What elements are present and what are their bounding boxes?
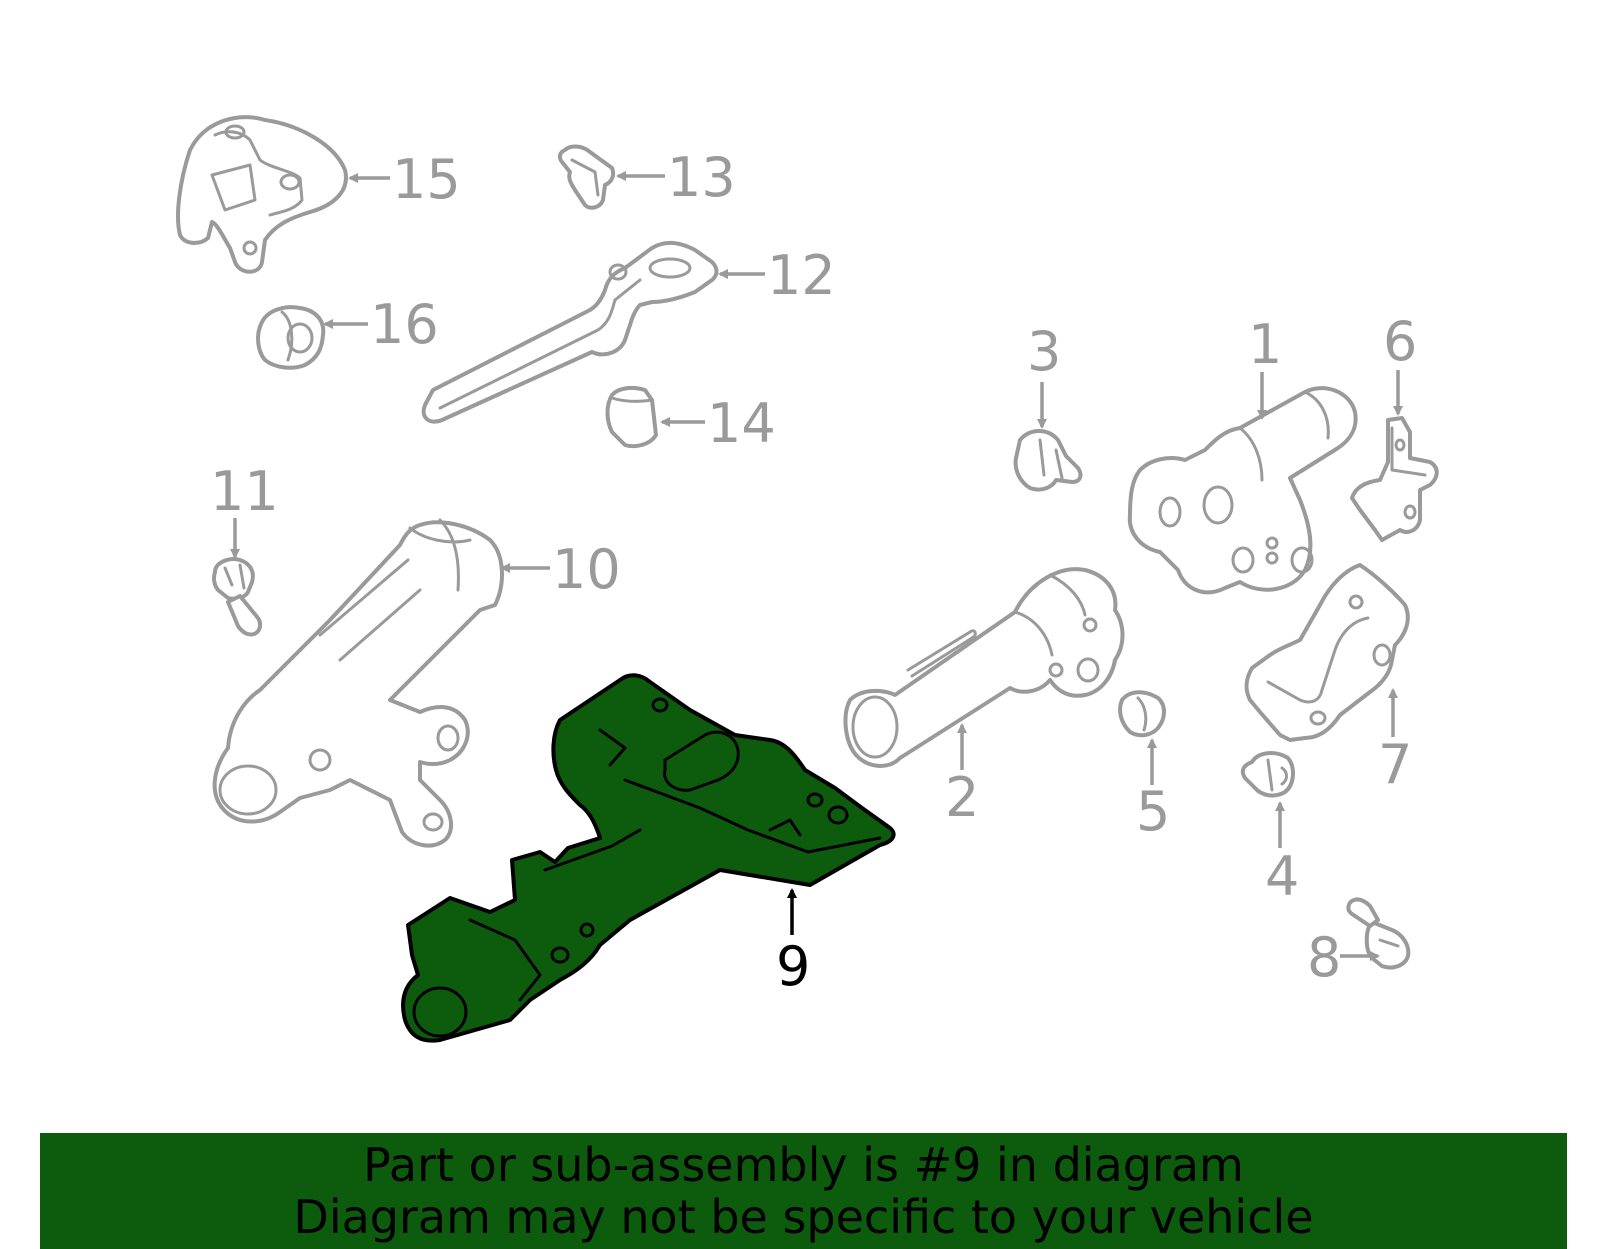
callout-labels: 15 13 12 16 14 11 10 3 1 6 2 5 7 4 8 9 [210,146,1417,998]
callout-13: 13 [667,146,736,209]
part-12[interactable] [421,241,719,424]
part-7[interactable] [1244,563,1410,742]
callout-5: 5 [1136,780,1170,843]
callout-9: 9 [776,935,810,998]
callout-7: 7 [1378,733,1412,796]
callout-4: 4 [1265,845,1299,908]
part-3[interactable] [1013,429,1083,492]
part-16[interactable] [256,305,326,370]
info-banner: Part or sub-assembly is #9 in diagram Di… [40,1133,1567,1249]
callout-8: 8 [1307,926,1341,989]
callout-12: 12 [767,244,836,307]
part-2[interactable] [843,567,1125,768]
part-14[interactable] [605,385,658,449]
callout-2: 2 [945,766,979,829]
callout-14: 14 [707,392,776,455]
part-11[interactable] [212,557,263,637]
banner-line-1: Part or sub-assembly is #9 in diagram [363,1138,1244,1192]
callout-11: 11 [210,460,279,523]
callout-1: 1 [1248,313,1282,376]
part-1[interactable] [1127,386,1358,595]
banner-line-2: Diagram may not be specific to your vehi… [293,1190,1314,1244]
part-9-highlighted[interactable] [401,673,896,1043]
callout-3: 3 [1027,320,1061,383]
callout-10: 10 [552,538,621,601]
part-5[interactable] [1118,690,1166,738]
part-6[interactable] [1350,416,1439,542]
leader-lines [230,171,1403,961]
callout-16: 16 [370,293,439,356]
part-13[interactable] [557,144,616,210]
part-15[interactable] [176,115,348,274]
part-10[interactable] [212,518,504,848]
part-4[interactable] [1240,751,1295,798]
callout-15: 15 [392,148,461,211]
callout-6: 6 [1383,310,1417,373]
